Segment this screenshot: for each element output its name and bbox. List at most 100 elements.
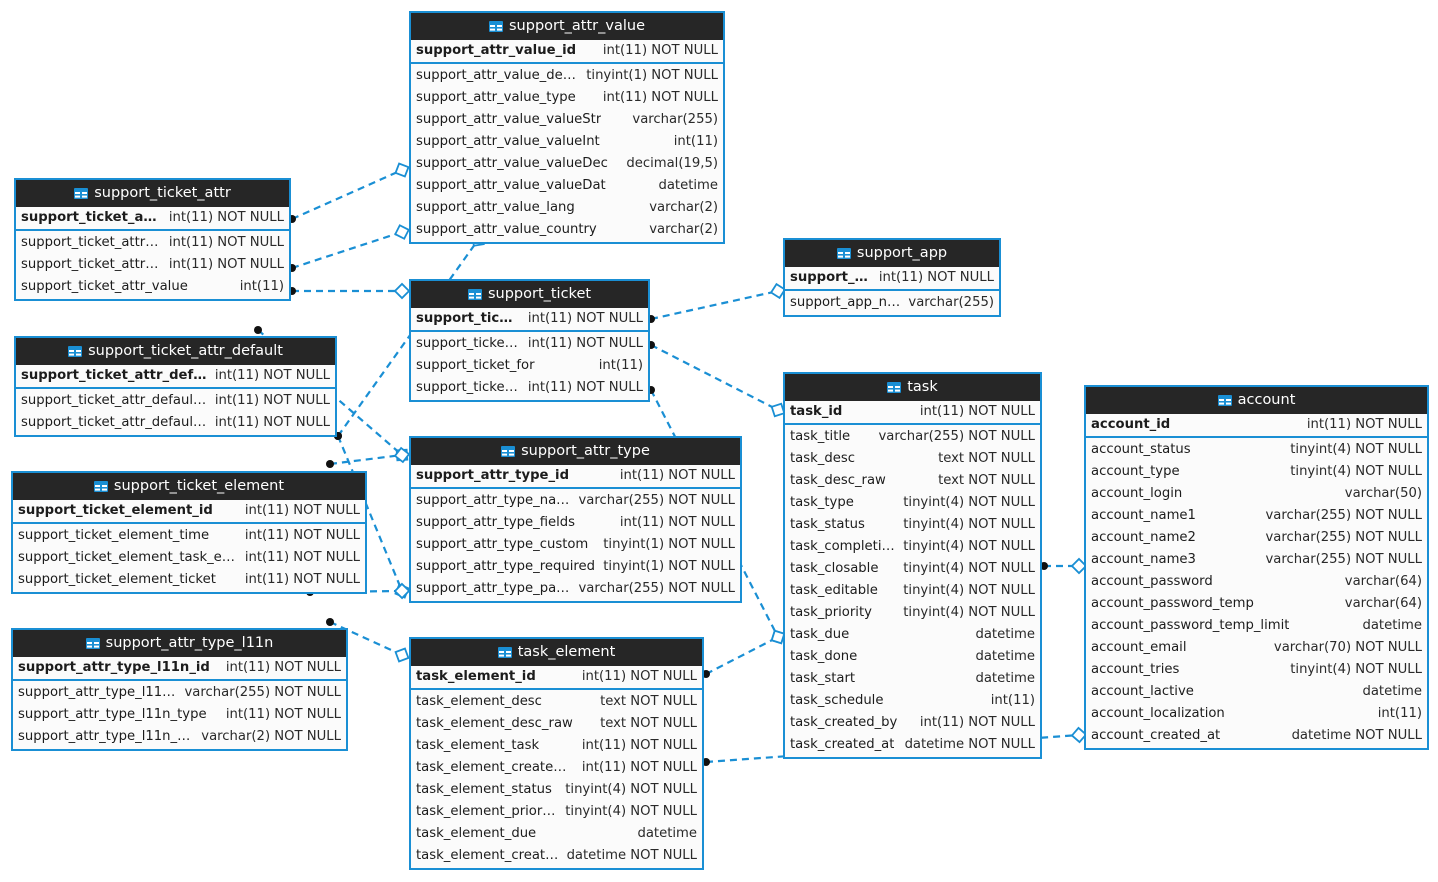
- column-name: support_attr_value_valueDec: [416, 156, 608, 171]
- edge-target-marker: [394, 224, 410, 240]
- entity-support_ticket_attr[interactable]: support_ticket_attrsupport_ticket_attr_i…: [14, 178, 291, 301]
- column-row[interactable]: support_ticket_attr_default_valueint(11)…: [16, 412, 335, 434]
- column-row[interactable]: support_attr_type_l11n_titlevarchar(255)…: [13, 682, 346, 704]
- column-name: account_localization: [1091, 706, 1225, 721]
- column-type: varchar(255) NOT NULL: [184, 685, 342, 700]
- column-name: account_email: [1091, 640, 1187, 655]
- column-type: varchar(255) NOT NULL: [1265, 530, 1423, 545]
- column-row[interactable]: support_ticket_attr_default_typeint(11) …: [16, 390, 335, 412]
- entity-title: support_attr_type: [521, 443, 650, 459]
- column-type: tinyint(4) NOT NULL: [903, 605, 1035, 620]
- column-row[interactable]: support_attr_type_patternvarchar(255) NO…: [411, 578, 740, 600]
- column-type: int(11) NOT NULL: [168, 210, 284, 225]
- column-type: int(11) NOT NULL: [244, 572, 360, 587]
- column-row[interactable]: support_ticket_appint(11) NOT NULL: [411, 377, 648, 399]
- column-row[interactable]: support_attr_value_valueDec decimal(19,5): [411, 153, 723, 175]
- column-type: decimal(19,5): [626, 156, 718, 171]
- column-row[interactable]: support_ticket_element_task_elementint(1…: [13, 547, 365, 569]
- column-type: int(11): [598, 358, 643, 373]
